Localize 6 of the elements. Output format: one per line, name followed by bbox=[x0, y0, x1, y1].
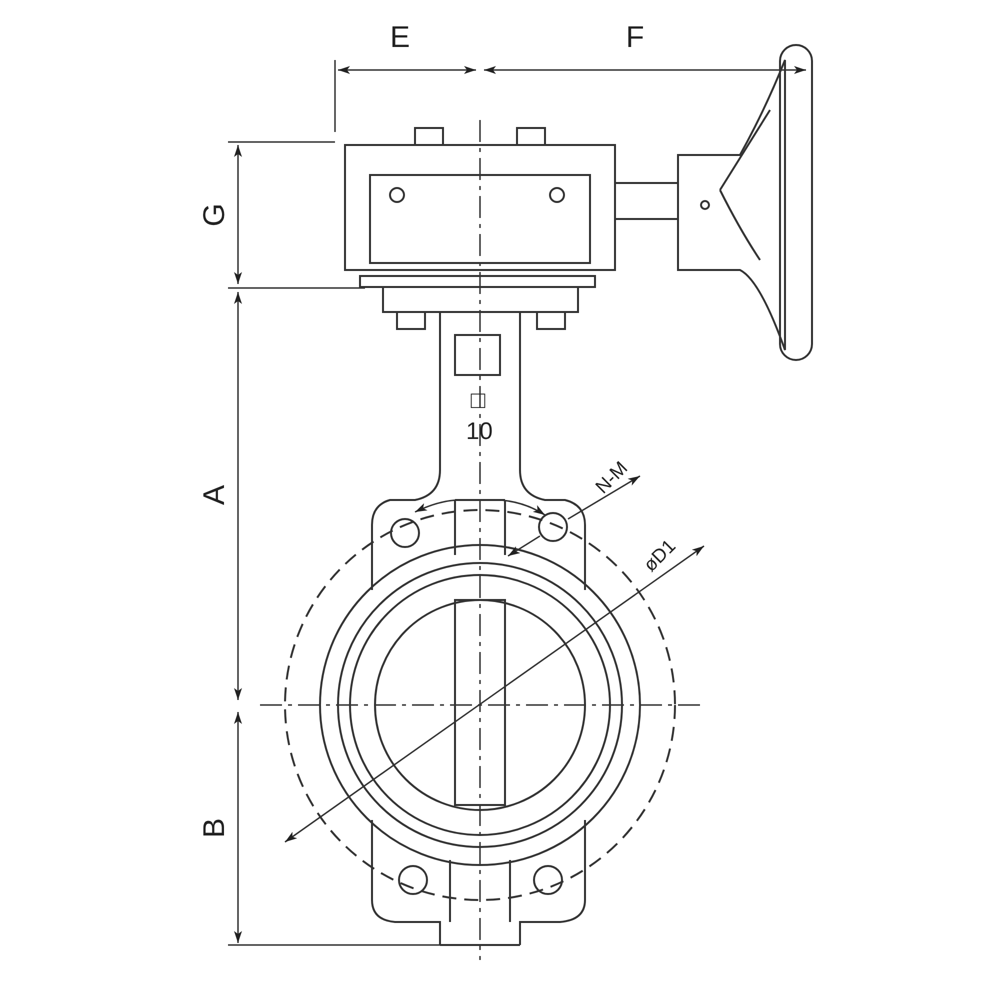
dimension-label: A bbox=[200, 485, 230, 505]
dimension-label: G bbox=[200, 203, 230, 227]
dimension-label: B bbox=[200, 818, 230, 838]
dimension-label: øD1 bbox=[640, 536, 680, 576]
dimension-label: F bbox=[626, 23, 644, 53]
dimension-label: E bbox=[390, 23, 410, 53]
